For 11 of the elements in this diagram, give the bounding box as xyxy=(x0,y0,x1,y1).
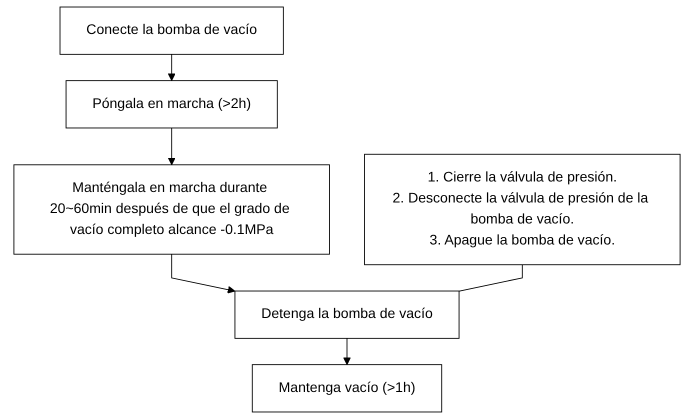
arrow xyxy=(168,54,176,81)
arrow xyxy=(171,254,236,294)
node-box: Mantenga vacío (>1h) xyxy=(252,364,442,412)
node-box: 1. Cierre la válvula de presión. 2. Desconecte la válvula de presión de la bomba de vacío. 3. Apague la bomba de vacío. xyxy=(364,154,681,266)
node-box: Póngala en marcha (>2h) xyxy=(66,80,278,128)
arrow xyxy=(343,338,351,365)
arrow xyxy=(168,128,176,166)
node-box: Detenga la bomba de vacío xyxy=(234,290,460,339)
node-box: Conecte la bomba de vacío xyxy=(60,6,284,55)
node-box: Manténgala en marcha durante 20~60min después de que el grado de vacío completo alcance -0.1MPa xyxy=(13,164,330,255)
connector xyxy=(458,264,523,292)
